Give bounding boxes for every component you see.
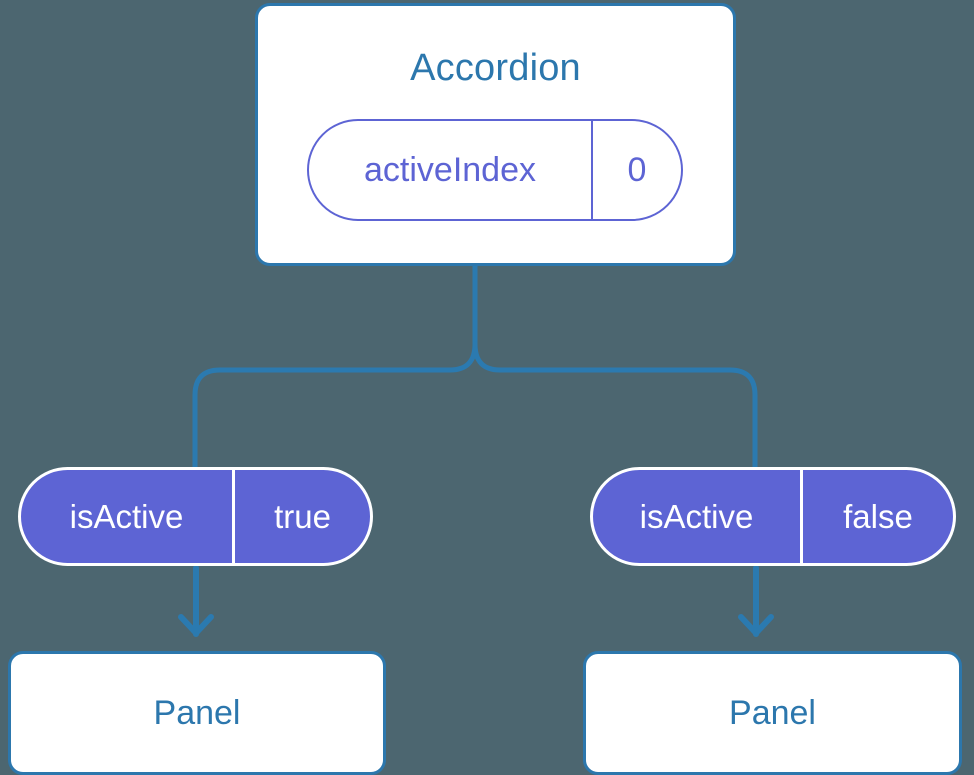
- prop-pill-isactive-left[interactable]: isActive true: [18, 467, 373, 566]
- connector-branch-right: [472, 341, 758, 470]
- prop-pill-activeindex-value: 0: [591, 121, 681, 219]
- prop-pill-activeindex[interactable]: activeIndex 0: [307, 119, 683, 221]
- arrow-left-pill-to-panel: [178, 565, 214, 637]
- connector-branch-left: [192, 341, 478, 470]
- panel-component-card-left[interactable]: Panel: [8, 651, 386, 775]
- panel-component-card-right[interactable]: Panel: [583, 651, 962, 775]
- panel-title-left: Panel: [153, 694, 241, 732]
- prop-pill-isactive-right[interactable]: isActive false: [590, 467, 956, 566]
- prop-pill-activeindex-key: activeIndex: [364, 150, 536, 189]
- prop-pill-isactive-right-key: isActive: [639, 497, 754, 535]
- arrow-right-pill-to-panel: [738, 565, 774, 637]
- prop-pill-isactive-right-value: false: [800, 470, 953, 563]
- prop-pill-isactive-left-value: true: [232, 470, 370, 563]
- prop-pill-isactive-left-key: isActive: [69, 497, 184, 535]
- panel-title-right: Panel: [729, 694, 816, 732]
- accordion-title: Accordion: [410, 47, 581, 89]
